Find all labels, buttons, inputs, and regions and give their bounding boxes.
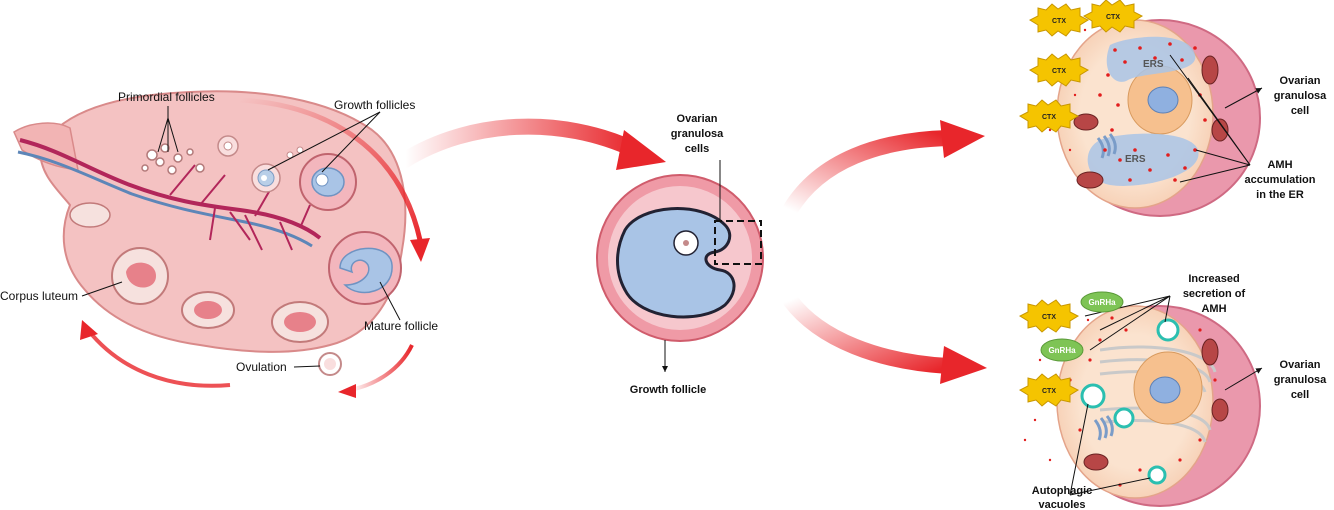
arrow-follicle-to-bottom-cell <box>782 292 987 384</box>
mature-follicle <box>328 231 402 305</box>
ctx-label: CTX <box>1052 18 1066 25</box>
zoom-box <box>714 220 762 265</box>
ctx-label: CTX <box>1042 388 1056 395</box>
label-granulosa-cells-1: Ovarian <box>677 113 718 125</box>
amh-pointer-lines <box>1169 54 1251 183</box>
label-vacuoles-2: vacuoles <box>1038 499 1085 510</box>
label-amh-1: AMH <box>1267 159 1292 171</box>
corpus-luteum <box>111 247 169 305</box>
label-ers-1: ERS <box>1143 59 1164 70</box>
cycle-arrow-right <box>349 344 414 392</box>
ctx-badge: CTX <box>1018 373 1080 407</box>
cycle-arrow-right-head <box>338 384 356 398</box>
label-granulosa-cells-2: granulosa <box>671 128 724 140</box>
label-secretion-1: Increased <box>1188 273 1239 285</box>
label-cell-bottom-2: granulosa <box>1274 374 1327 386</box>
label-cell-top-1: Ovarian <box>1280 75 1321 87</box>
gnrha-label: GnRHa <box>1048 346 1076 355</box>
ctx-badge: CTX <box>1018 99 1080 133</box>
label-vacuoles-1: Autophagic <box>1032 485 1093 497</box>
label-amh-2: accumulation <box>1245 174 1316 186</box>
label-secretion-3: AMH <box>1201 303 1226 315</box>
blood-vessel-branches <box>169 164 311 251</box>
label-corpus-luteum: Corpus luteum <box>0 289 78 303</box>
ovary-leader-lines <box>81 106 401 368</box>
cycle-arrow-top <box>239 97 423 241</box>
ovulated-oocyte <box>318 352 342 376</box>
amh-dots-top <box>1048 28 1207 182</box>
label-mature-follicle: Mature follicle <box>364 319 438 333</box>
ctx-badge: CTX <box>1028 3 1090 37</box>
label-cell-top-3: cell <box>1291 105 1309 117</box>
blood-vessel-red <box>19 138 322 240</box>
label-growth-follicle: Growth follicle <box>630 384 706 396</box>
ctx-label: CTX <box>1042 314 1056 321</box>
label-granulosa-cells-3: cells <box>685 143 709 155</box>
granulosa-cell-top: ERS ERS CTX CTX CTX CTX Ovarian granulos… <box>1018 0 1327 217</box>
ovary-illustration: Primordial follicles Growth follicles Co… <box>0 90 438 398</box>
secretion-pointer-lines <box>1069 295 1171 496</box>
label-growth-follicles: Growth follicles <box>334 98 415 112</box>
label-ovulation: Ovulation <box>236 360 287 374</box>
arrow-ovary-to-follicle <box>397 118 666 170</box>
cycle-arrow-top-head <box>410 238 430 262</box>
granulosa-cell-bottom: GnRHa GnRHa CTX CTX Increased secretion … <box>1018 273 1327 510</box>
ctx-badge: CTX <box>1028 53 1090 87</box>
atretic-follicles <box>69 202 329 343</box>
ctx-label: CTX <box>1042 114 1056 121</box>
ctx-badge: CTX <box>1018 299 1080 333</box>
gnrha-label: GnRHa <box>1088 298 1116 307</box>
growth-follicle-illustration: Ovarian granulosa cells Growth follicle <box>596 113 764 396</box>
label-amh-3: in the ER <box>1256 189 1304 201</box>
label-cell-top-2: granulosa <box>1274 90 1327 102</box>
ctx-label: CTX <box>1052 68 1066 75</box>
primordial-follicles <box>141 143 205 175</box>
ctx-label: CTX <box>1106 14 1120 21</box>
label-ers-2: ERS <box>1125 154 1146 165</box>
ctx-badge: CTX <box>1082 0 1144 33</box>
blood-vessel-blue <box>17 150 313 248</box>
gnrha-badge: GnRHa <box>1080 291 1124 313</box>
gnrha-badge: GnRHa <box>1040 338 1084 362</box>
arrow-follicle-to-top-cell <box>782 120 985 218</box>
label-cell-bottom-1: Ovarian <box>1280 359 1321 371</box>
label-secretion-2: secretion of <box>1183 288 1246 300</box>
autophagic-vacuoles <box>1080 318 1180 485</box>
label-primordial-follicles: Primordial follicles <box>118 90 215 104</box>
growth-follicle-large <box>299 153 357 211</box>
small-follicles <box>217 135 304 193</box>
label-cell-bottom-3: cell <box>1291 389 1309 401</box>
cycle-arrow-left-head <box>80 320 98 340</box>
cycle-arrow-left <box>86 328 231 388</box>
